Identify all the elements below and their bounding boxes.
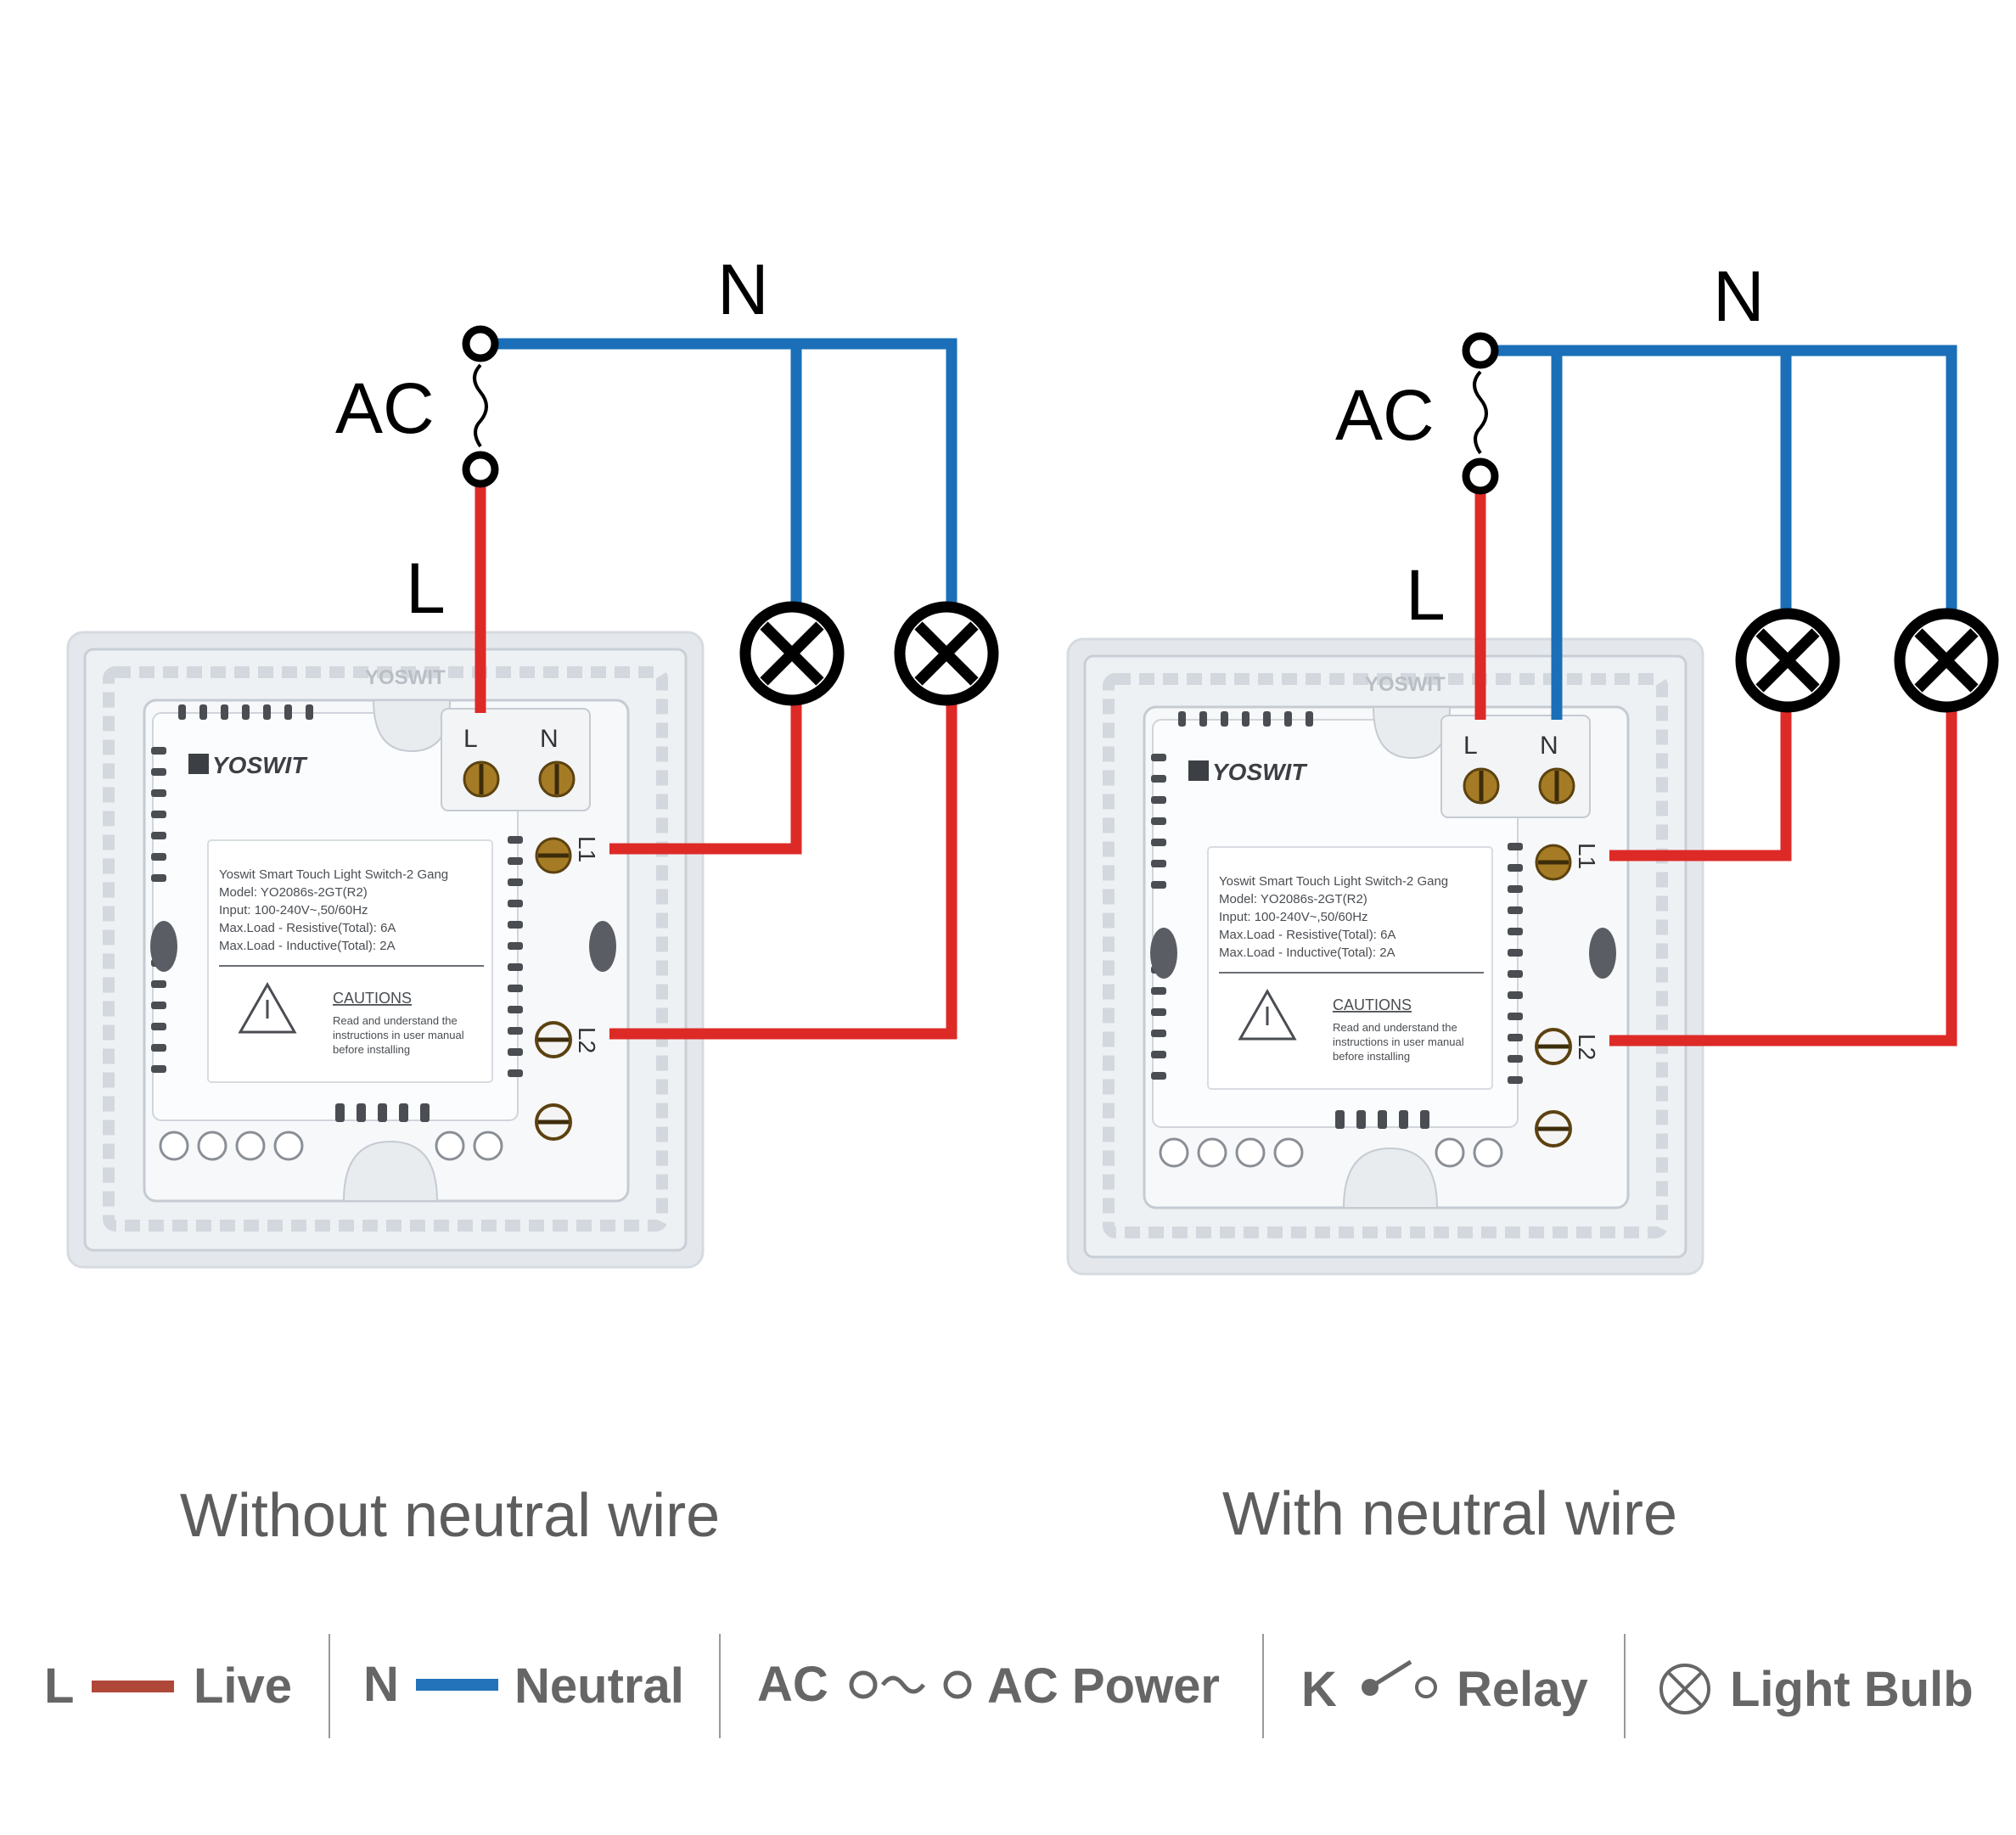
light-bulb-symbol xyxy=(1659,1664,1710,1714)
legend-item-neutral: N Neutral xyxy=(363,1657,684,1714)
ac-power-symbol xyxy=(849,1670,972,1699)
brand-logo: YOSWIT xyxy=(1212,759,1308,785)
relay-symbol xyxy=(1362,1659,1437,1698)
legend-label: AC Power xyxy=(987,1658,1220,1714)
spec-line: Input: 100-240V~,50/60Hz xyxy=(219,903,368,918)
mounting-hole-left xyxy=(150,921,177,972)
spec-line: Yoswit Smart Touch Light Switch-2 Gang xyxy=(219,867,448,882)
terminal-l1-label: L1 xyxy=(574,836,600,862)
legend-key: K xyxy=(1301,1662,1337,1717)
terminal-screws xyxy=(1463,767,1575,1148)
terminal-n-label: N xyxy=(540,725,559,753)
switch-plate: YOSWIT YOSWIT L N L1 L2 Yoswit xyxy=(1066,637,1704,1276)
ac-source xyxy=(1462,332,1499,495)
terminal-n-label: N xyxy=(1540,732,1558,760)
brand-logo-icon xyxy=(1188,760,1209,781)
light-bulb-icon xyxy=(1894,608,1999,713)
caution-line: instructions in user manual xyxy=(1333,1035,1464,1048)
light-bulb-icon xyxy=(1735,608,1840,713)
terminal-l2-label: L2 xyxy=(574,1027,600,1053)
diagram-with-neutral: YOSWIT YOSWIT L N L1 L2 Yoswit xyxy=(1066,256,1999,1548)
neutral-wire xyxy=(480,338,957,611)
spec-line: Max.Load - Resistive(Total): 6A xyxy=(219,921,396,935)
wires xyxy=(475,338,957,1040)
spec-line: Yoswit Smart Touch Light Switch-2 Gang xyxy=(1219,874,1448,889)
live-label: L xyxy=(406,548,446,628)
brand-logo: YOSWIT xyxy=(212,752,308,778)
legend-label: Live xyxy=(194,1658,292,1714)
terminal-l-label: L xyxy=(463,725,478,753)
legend-label: Neutral xyxy=(514,1658,684,1714)
caution-line: before installing xyxy=(1333,1050,1410,1063)
caution-line: Read and understand the xyxy=(1333,1021,1457,1034)
neutral-label: N xyxy=(1713,256,1765,336)
legend-key: N xyxy=(363,1657,399,1712)
live-wire xyxy=(609,692,802,855)
spec-line: Max.Load - Resistive(Total): 6A xyxy=(1219,928,1395,942)
caution-title: CAUTIONS xyxy=(333,990,412,1007)
wires xyxy=(1474,345,1957,1047)
brand-logo-plate: YOSWIT xyxy=(1365,673,1446,696)
legend-key: AC xyxy=(757,1657,828,1712)
legend-item-live: L Live xyxy=(44,1658,292,1714)
spec-line: Max.Load - Inductive(Total): 2A xyxy=(1219,946,1395,960)
warning-icon xyxy=(238,981,297,1034)
live-wire xyxy=(609,692,957,1040)
legend-key: L xyxy=(44,1658,74,1714)
legend-label: Light Bulb xyxy=(1730,1662,1974,1717)
ac-label: AC xyxy=(1335,375,1435,455)
caption-with-neutral: With neutral wire xyxy=(1222,1480,1677,1548)
spec-line: Input: 100-240V~,50/60Hz xyxy=(1219,910,1368,924)
terminal-screws xyxy=(463,760,576,1141)
caption-without-neutral: Without neutral wire xyxy=(180,1482,720,1550)
spec-line: Max.Load - Inductive(Total): 2A xyxy=(219,939,396,953)
terminal-l1-label: L1 xyxy=(1574,843,1600,869)
spec-line: Model: YO2086s-2GT(R2) xyxy=(219,885,368,900)
spec-label: Yoswit Smart Touch Light Switch-2 Gang M… xyxy=(1219,874,1448,960)
spec-label: Yoswit Smart Touch Light Switch-2 Gang M… xyxy=(219,867,448,953)
legend-item-light-bulb: Light Bulb xyxy=(1659,1662,1974,1717)
caution-line: Read and understand the xyxy=(333,1014,458,1027)
caution-line: instructions in user manual xyxy=(333,1029,464,1041)
live-wire xyxy=(1609,699,1957,1047)
ac-source xyxy=(462,325,499,488)
terminal-l2-label: L2 xyxy=(1574,1034,1600,1060)
ac-label: AC xyxy=(335,368,435,448)
mounting-hole-right xyxy=(589,921,616,972)
light-bulb-icon xyxy=(894,601,999,706)
legend: L Live N Neutral AC AC Power K R xyxy=(44,1634,1974,1738)
caution-title: CAUTIONS xyxy=(1333,996,1412,1013)
diagram-without-neutral: YOSWIT YOSWIT L N L1 L2 xyxy=(66,250,999,1550)
terminal-l-label: L xyxy=(1463,732,1478,760)
mounting-hole-right xyxy=(1589,928,1616,979)
light-bulb-icon xyxy=(739,601,845,706)
brand-logo-icon xyxy=(188,754,209,774)
mounting-hole-left xyxy=(1150,928,1177,979)
legend-item-relay: K Relay xyxy=(1301,1659,1588,1717)
caution-line: before installing xyxy=(333,1043,410,1056)
legend-item-ac-power: AC AC Power xyxy=(757,1657,1220,1714)
neutral-label: N xyxy=(717,250,769,329)
spec-line: Model: YO2086s-2GT(R2) xyxy=(1219,892,1367,906)
live-wire xyxy=(1609,699,1792,861)
brand-logo-plate: YOSWIT xyxy=(365,666,446,689)
live-label: L xyxy=(1406,555,1446,635)
neutral-wire xyxy=(1480,345,1957,618)
switch-plate: YOSWIT YOSWIT L N L1 L2 xyxy=(66,631,705,1269)
warning-icon xyxy=(1238,988,1297,1041)
legend-label: Relay xyxy=(1457,1662,1588,1717)
